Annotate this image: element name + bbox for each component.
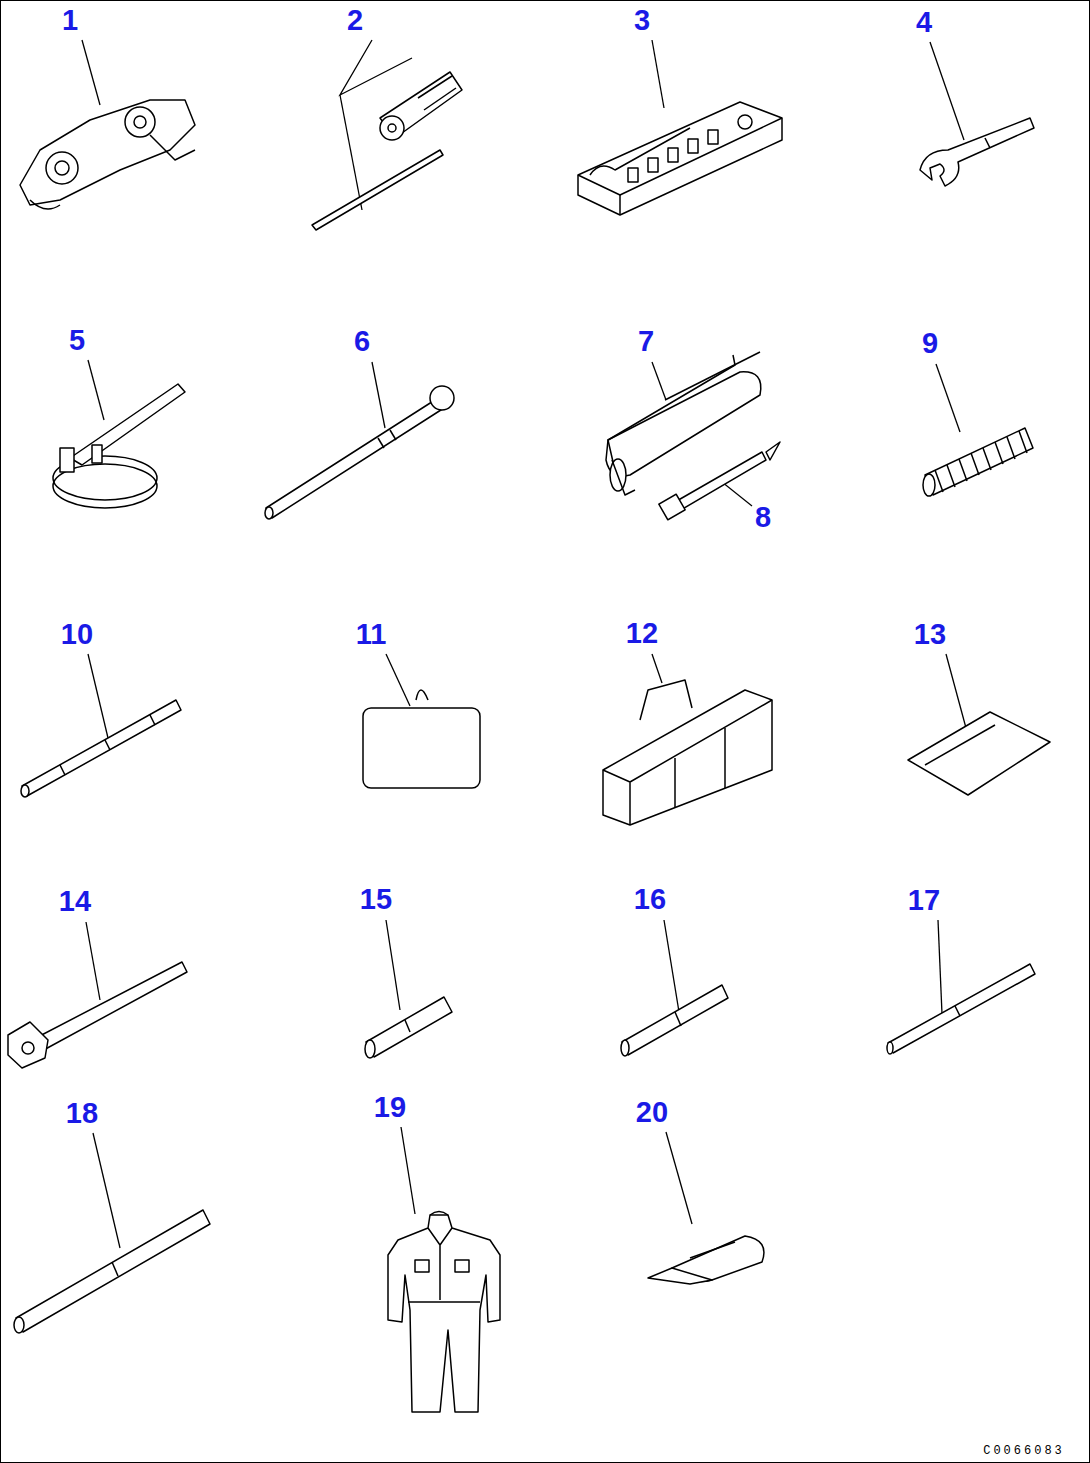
callout-number: 1	[62, 6, 78, 35]
callout-number: 15	[360, 885, 392, 914]
callout-number: 17	[908, 886, 940, 915]
drawing-code: C0066083	[983, 1445, 1065, 1457]
callout-number: 7	[638, 327, 654, 356]
callout-number: 5	[69, 326, 85, 355]
tools	[8, 72, 1050, 1412]
callout-number: 11	[356, 620, 387, 649]
callout-number: 10	[61, 620, 93, 649]
callout-number: 16	[634, 885, 666, 914]
callout-number: 8	[755, 503, 771, 532]
callout-number: 20	[636, 1098, 668, 1127]
callout-number: 4	[916, 8, 932, 37]
callout-number: 6	[354, 327, 370, 356]
callout-number: 19	[374, 1093, 406, 1122]
callout-number: 13	[914, 620, 946, 649]
callout-number: 3	[634, 6, 650, 35]
callout-number: 14	[59, 887, 91, 916]
callout-number: 9	[922, 329, 938, 358]
leader-lines	[82, 40, 966, 1248]
callout-number: 18	[66, 1099, 98, 1128]
callout-number: 2	[347, 6, 363, 35]
callout-number: 12	[626, 619, 658, 648]
